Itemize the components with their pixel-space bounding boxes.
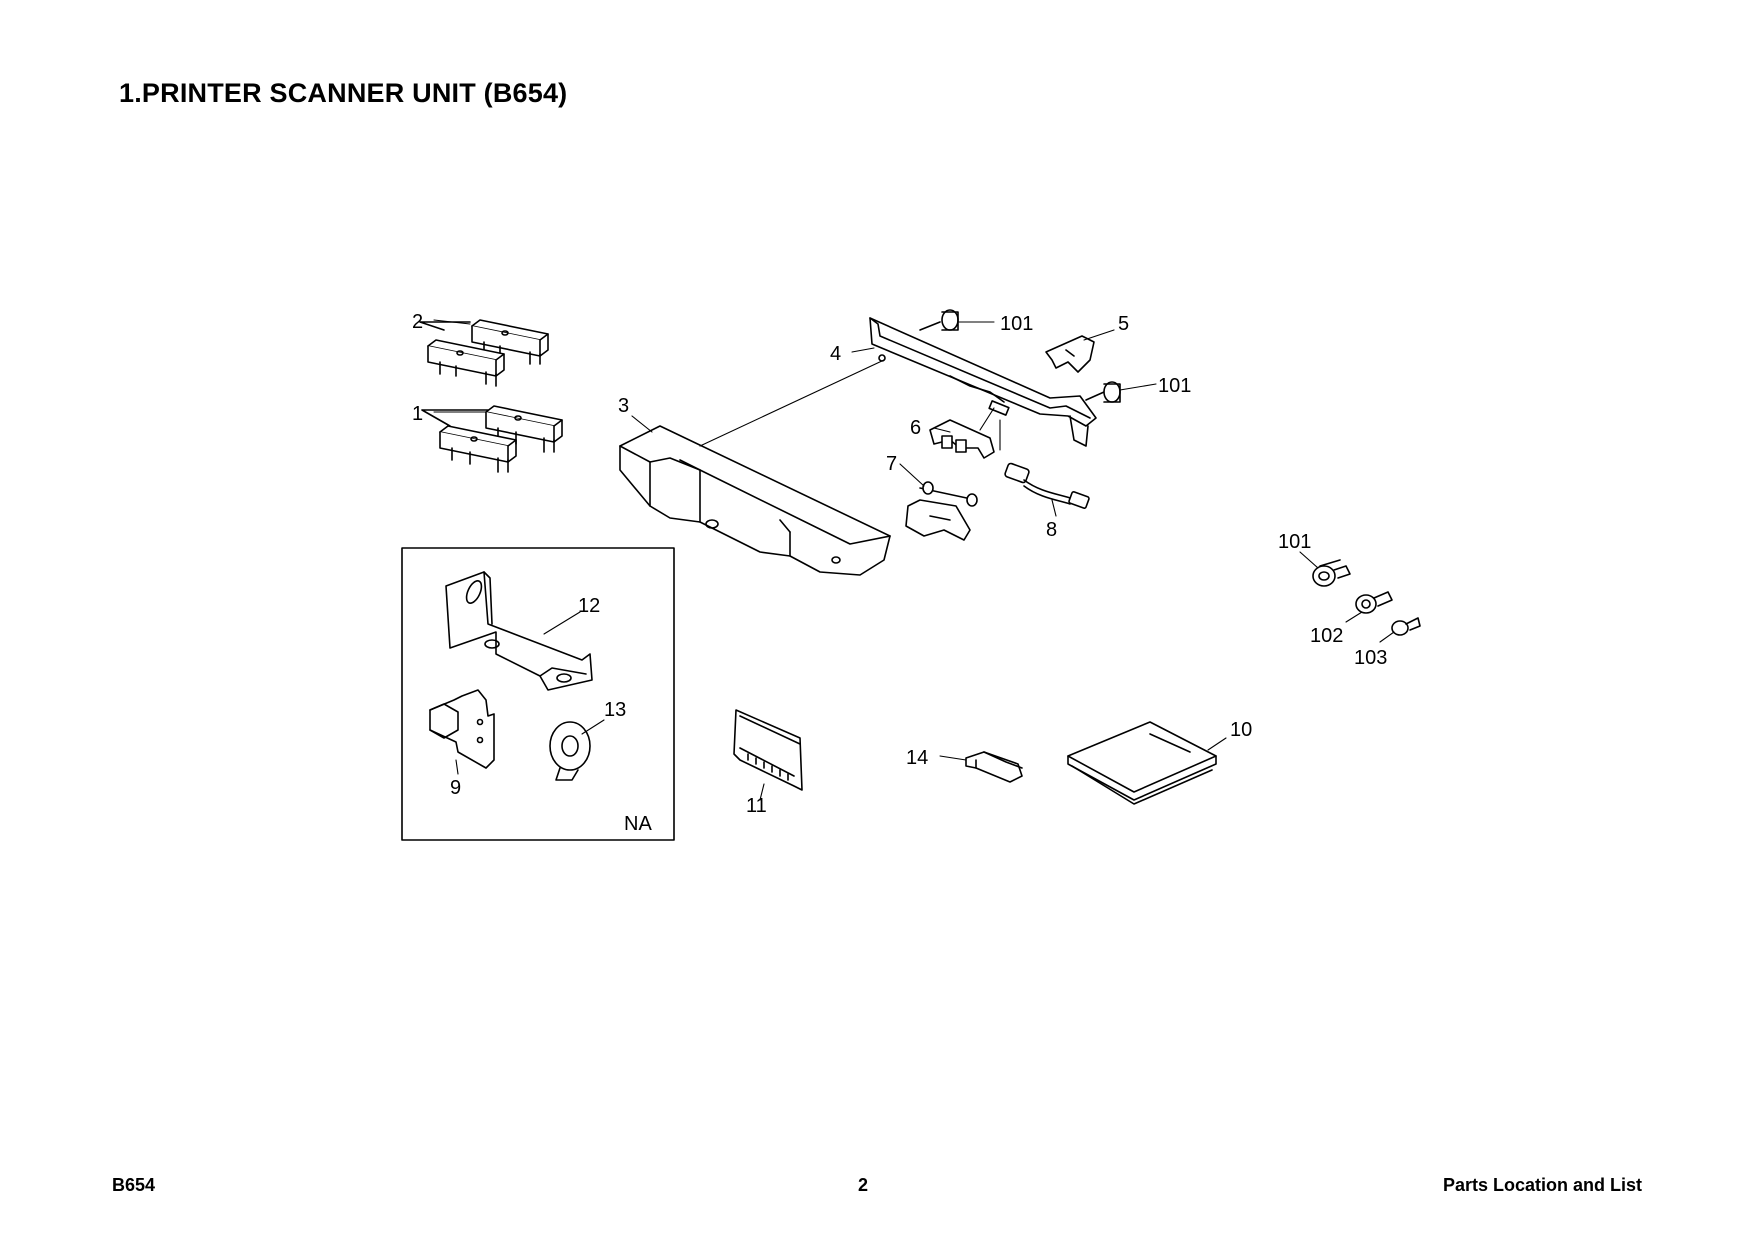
callout-101-top: 101 — [1000, 313, 1033, 335]
screw-102-loose — [1355, 591, 1393, 614]
callout-12: 12 — [578, 595, 600, 617]
part-2-holders — [419, 319, 549, 387]
footer-model: B654 — [112, 1175, 156, 1195]
callout-1: 1 — [412, 403, 423, 425]
callout-2: 2 — [412, 311, 423, 333]
inset-label: NA — [624, 813, 652, 835]
page-title: 1.PRINTER SCANNER UNIT (B654) — [119, 78, 568, 108]
screw-101-right — [1085, 381, 1121, 403]
callout-13: 13 — [604, 699, 626, 721]
part-8-harness — [1004, 462, 1090, 509]
screw-101-loose — [1312, 559, 1351, 587]
callout-14: 14 — [906, 747, 928, 769]
callout-11: 11 — [746, 795, 767, 817]
callout-3: 3 — [618, 395, 629, 417]
part-6-sensor — [929, 419, 995, 459]
callout-101-right: 101 — [1158, 375, 1191, 397]
callout-4: 4 — [830, 343, 841, 365]
callout-10: 10 — [1230, 719, 1252, 741]
part-4-bracket — [869, 317, 1097, 447]
callout-103: 103 — [1354, 647, 1387, 669]
callout-9: 9 — [450, 777, 461, 799]
inset-na-box — [401, 547, 675, 841]
callout-7: 7 — [886, 453, 897, 475]
footer-section: Parts Location and List — [1442, 1175, 1642, 1195]
screw-101-top — [919, 309, 959, 331]
part-10-manual — [1067, 721, 1217, 805]
part-5-clip — [1045, 335, 1095, 373]
callout-8: 8 — [1046, 519, 1057, 541]
callout-5: 5 — [1118, 313, 1129, 335]
callout-leaders — [433, 319, 1395, 801]
callout-101-loose: 101 — [1278, 531, 1311, 553]
screw-103-loose — [1391, 617, 1421, 636]
part-14-dongle — [965, 751, 1023, 783]
part-1-holders — [421, 405, 563, 473]
callout-6: 6 — [910, 417, 921, 439]
leader-lines — [699, 359, 1001, 451]
part-3-panel-cover — [619, 425, 891, 576]
callout-102: 102 — [1310, 625, 1343, 647]
footer-page-number: 2 — [858, 1175, 869, 1195]
part-7-actuator — [905, 481, 978, 541]
part-11-memory-module — [733, 709, 803, 791]
